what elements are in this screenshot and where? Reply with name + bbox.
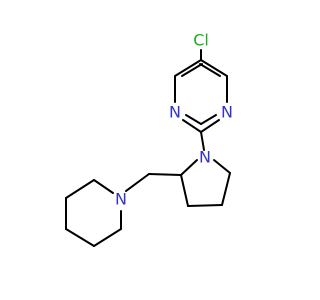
bond-c4-c5-inner [181,63,203,77]
pyrimidine-n-right-label: N [221,103,233,122]
bond-pyrrolidine-n-ca [180,159,198,176]
bond-cc-cb [187,204,223,207]
bond-c2-pyrrolidine-n [200,131,205,151]
bond-piperidine-c5-c6 [93,228,122,247]
diagram-background [0,0,300,300]
bond-n3-c2-inner [185,114,202,125]
bond-piperidine-c2-c3 [65,179,95,199]
bond-ch2-piperidine-n [125,173,150,192]
molecule-structure-diagram: Cl N N N N [0,0,300,300]
bond-pyrrolidine-n-cd [213,159,231,174]
piperidine-n-label: N [115,190,127,209]
bond-n1-c2-inner [200,114,217,125]
pyrrolidine-n-label: N [199,148,211,167]
atom-labels: Cl N N N N [115,31,233,209]
chlorine-atom-label: Cl [193,31,209,50]
pyrimidine-n-left-label: N [169,103,181,122]
bond-c5-c4 [174,59,202,77]
bond-n1-c2 [200,119,220,133]
bond-cb-ca [180,174,189,207]
bond-c5-c6 [200,59,228,77]
bond-c6-c5-inner [199,63,221,77]
bond-cd-cc [221,172,231,206]
bond-piperidine-n-c2 [93,179,114,194]
bond-piperidine-c4-c5 [65,228,95,247]
bond-ca-ch2 [148,173,182,176]
bond-n3-c2 [182,119,202,133]
bonds [65,49,231,247]
